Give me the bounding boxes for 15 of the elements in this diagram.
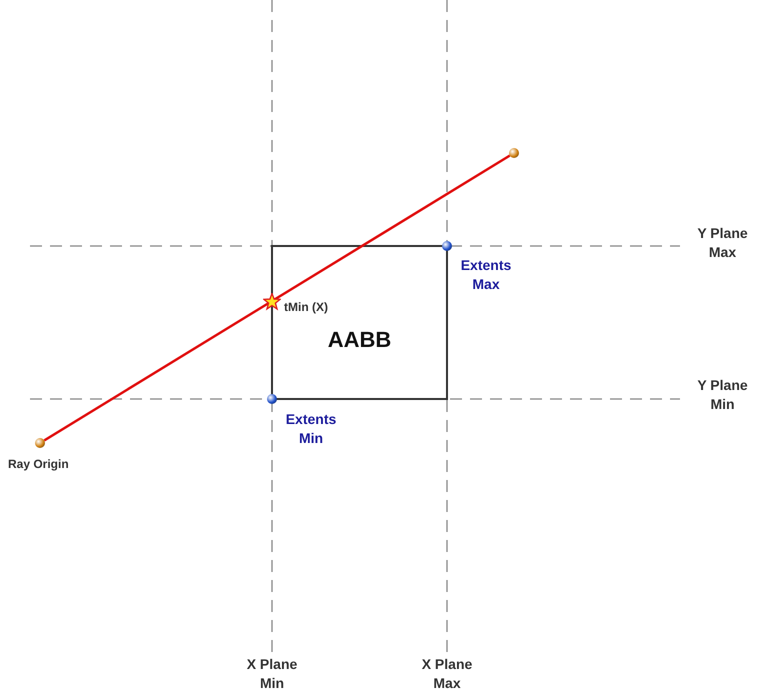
plane-label: Y Plane Max	[696, 224, 749, 262]
plane-label: Y Plane Min	[696, 376, 749, 414]
point-marker	[442, 241, 452, 251]
point-label: Extents Max	[460, 256, 512, 294]
point-marker	[35, 438, 45, 448]
plane-label: X Plane Min	[246, 655, 298, 693]
point-marker	[509, 148, 519, 158]
point-label: tMin (X)	[284, 299, 329, 316]
point-label: Ray Origin	[8, 456, 70, 473]
plane-label: X Plane Max	[420, 655, 474, 693]
star-marker	[263, 293, 281, 311]
ray-line	[44, 154, 510, 442]
point-marker	[267, 394, 277, 404]
box-label: AABB	[320, 326, 400, 352]
point-label: Extents Min	[284, 410, 338, 448]
